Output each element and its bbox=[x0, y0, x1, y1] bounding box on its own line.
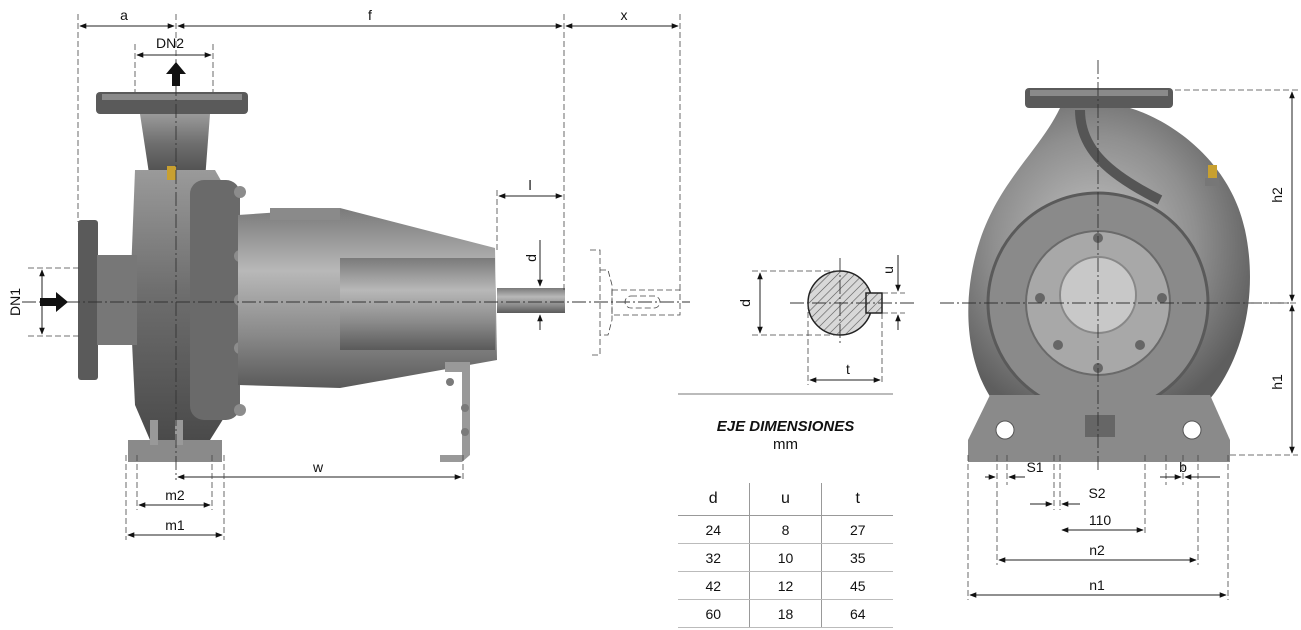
label-m2: m2 bbox=[165, 487, 185, 503]
label-h1: h1 bbox=[1269, 374, 1285, 390]
shaft-table-title: EJE DIMENSIONES bbox=[716, 418, 855, 435]
casing-foot bbox=[128, 440, 222, 462]
table-cell: 45 bbox=[821, 571, 893, 600]
table-cell: 8 bbox=[748, 515, 823, 544]
column-header: t bbox=[821, 483, 893, 516]
shaft-table-heading: EJE DIMENSIONES mm bbox=[678, 418, 893, 453]
label-x: x bbox=[621, 7, 628, 23]
table-cell: 60 bbox=[678, 599, 749, 628]
table-row: 42 12 45 bbox=[678, 571, 893, 600]
table-cell: 27 bbox=[821, 515, 893, 544]
dimension-m2-m1 bbox=[125, 455, 225, 540]
front-view-pump bbox=[968, 88, 1250, 462]
dimension-l bbox=[496, 190, 563, 250]
shaft-dimensions-table: d u t 24 8 27 32 10 35 42 12 45 60 18 64 bbox=[678, 483, 893, 628]
table-cell: 42 bbox=[678, 571, 749, 600]
label-f: f bbox=[368, 7, 372, 23]
table-row: 32 10 35 bbox=[678, 543, 893, 572]
table-cell: 64 bbox=[821, 599, 893, 628]
table-cell: 24 bbox=[678, 515, 749, 544]
label-dn1: DN1 bbox=[7, 288, 23, 316]
column-header: u bbox=[748, 483, 823, 516]
table-cell: 12 bbox=[748, 571, 823, 600]
label-s2: S2 bbox=[1088, 485, 1105, 501]
table-row: 24 8 27 bbox=[678, 515, 893, 544]
shaft-cross-section bbox=[752, 255, 915, 385]
dimension-dn2 bbox=[134, 44, 214, 92]
dimension-front-bottom bbox=[967, 455, 1229, 600]
dimension-h2-h1 bbox=[1175, 89, 1298, 456]
discharge-arrow-icon bbox=[166, 62, 186, 86]
label-l: l bbox=[528, 177, 531, 193]
label-s1: S1 bbox=[1026, 459, 1043, 475]
label-dn2: DN2 bbox=[156, 35, 184, 51]
shaft-end bbox=[497, 288, 565, 313]
table-cell: 18 bbox=[748, 599, 823, 628]
column-header: d bbox=[678, 483, 749, 516]
label-d-side: d bbox=[523, 254, 539, 262]
label-n2: n2 bbox=[1089, 542, 1105, 558]
table-header-row: d u t bbox=[678, 483, 893, 516]
table-cell: 35 bbox=[821, 543, 893, 572]
label-n1: n1 bbox=[1089, 577, 1105, 593]
dimension-w bbox=[177, 455, 464, 482]
label-a: a bbox=[120, 7, 128, 23]
suction-arrow-icon bbox=[40, 292, 68, 312]
discharge-neck bbox=[140, 114, 210, 180]
label-110: 110 bbox=[1089, 512, 1112, 528]
shaft-table-unit: mm bbox=[773, 436, 798, 453]
table-separator bbox=[678, 393, 893, 395]
suction-flange bbox=[78, 220, 98, 380]
label-d-section: d bbox=[737, 299, 753, 307]
label-t: t bbox=[846, 361, 850, 377]
table-cell: 32 bbox=[678, 543, 749, 572]
label-b: b bbox=[1179, 459, 1187, 475]
label-w: w bbox=[312, 459, 324, 475]
coupling-outline bbox=[590, 249, 681, 356]
label-u: u bbox=[880, 266, 896, 274]
table-cell: 10 bbox=[748, 543, 823, 572]
label-m1: m1 bbox=[165, 517, 185, 533]
table-row: 60 18 64 bbox=[678, 599, 893, 628]
dimension-dn1 bbox=[28, 267, 80, 337]
side-view-pump bbox=[78, 92, 565, 462]
label-h2: h2 bbox=[1269, 187, 1285, 203]
